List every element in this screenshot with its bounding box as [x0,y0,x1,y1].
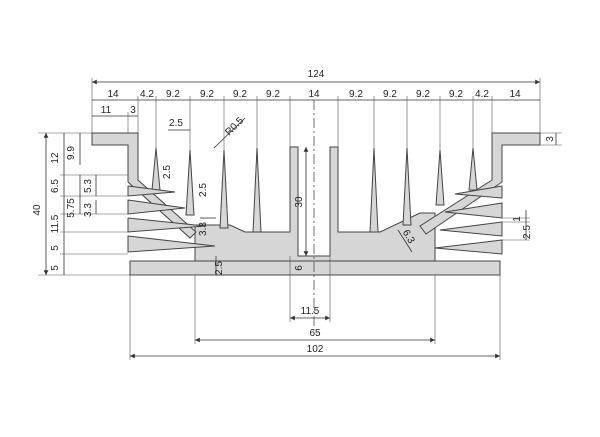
heatsink-profile [91,132,541,276]
dim-base-2-5: 2.5 [214,261,225,275]
dim-center-30: 30 [294,196,305,208]
left-arm [91,132,197,239]
dim-total-40: 40 [32,204,43,216]
dim-right-3: 3 [545,136,556,142]
dim-overall-width: 124 [308,69,325,80]
dim-inner-3-3: 3.3 [198,222,209,236]
top-dimensions [91,78,541,150]
left-dimensions [38,132,130,276]
dim-flange-3: 3 [130,105,136,116]
bottom-dimensions [129,256,501,360]
top-row-labels: 14 4.2 9.2 9.2 9.2 9.2 14 9.2 9.2 9.2 9.… [107,89,521,100]
dim-bottom-65: 65 [309,328,321,339]
svg-text:9.2: 9.2 [200,89,214,100]
svg-text:14: 14 [107,89,119,100]
dim-inner-2-5a: 2.5 [162,165,173,179]
svg-text:4.2: 4.2 [140,89,154,100]
svg-text:9.2: 9.2 [266,89,280,100]
dim-center-6: 6 [294,265,305,271]
horizontal-fins-right [434,185,503,255]
dim-left-9-9: 9.9 [66,146,77,160]
svg-text:9.2: 9.2 [166,89,180,100]
radius-leader [213,117,246,149]
svg-text:9.2: 9.2 [233,89,247,100]
dim-left-5b: 5 [50,265,61,271]
fin-6-3-dim [397,229,413,253]
horizontal-fins-left [127,185,216,253]
dim-left-12: 12 [50,152,61,164]
base-body [194,146,436,262]
right-dimensions [502,132,562,241]
dim-left-3-3: 3.3 [83,203,94,217]
base-rail [129,260,501,276]
dim-right-2-5: 2.5 [522,225,533,239]
dim-left-5-3: 5.3 [83,179,94,193]
dim-left-6-5: 6.5 [50,179,61,193]
dim-flange-11: 11 [101,105,112,116]
dim-right-1: 1 [512,216,523,222]
svg-text:9.2: 9.2 [416,89,430,100]
svg-text:9.2: 9.2 [349,89,363,100]
dim-left-11-5: 11.5 [50,214,61,233]
svg-text:14: 14 [509,89,521,100]
dim-radius: R0.5 [223,115,246,138]
svg-text:14: 14 [308,89,320,100]
dim-fin-2-5-top: 2.5 [169,118,183,129]
svg-text:4.2: 4.2 [475,89,489,100]
dim-inner-2-5b: 2.5 [198,183,209,197]
right-arm [419,132,541,235]
dim-left-5-75: 5.75 [66,198,77,218]
vertical-fins [151,147,478,233]
svg-text:9.2: 9.2 [383,89,397,100]
svg-text:9.2: 9.2 [449,89,463,100]
dim-bottom-102: 102 [307,344,324,355]
dim-bottom-11-5: 11.5 [301,306,320,317]
dim-left-5a: 5 [50,245,61,251]
